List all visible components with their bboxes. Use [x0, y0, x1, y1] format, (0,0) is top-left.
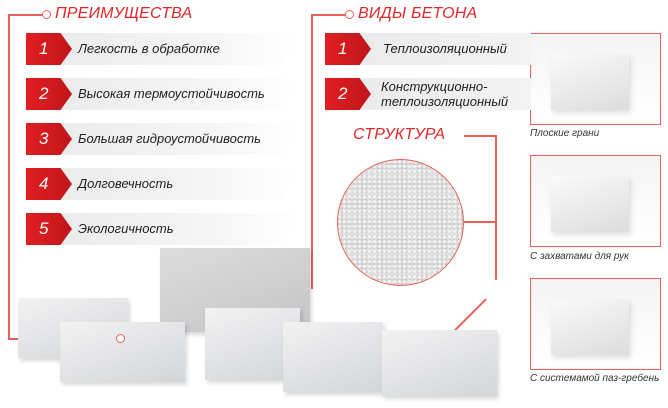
- block-card-flat: [530, 33, 661, 125]
- card-caption: Плоские грани: [530, 128, 600, 139]
- advantage-item: 4 Долговечность: [26, 168, 300, 200]
- concrete-block: [60, 322, 185, 382]
- structure-texture-image: [337, 159, 464, 286]
- connector-line: [464, 135, 495, 137]
- item-label: теплоизоляционный: [381, 94, 509, 109]
- connector-line: [462, 221, 496, 223]
- block-image: [551, 176, 629, 232]
- block-image: [551, 299, 629, 355]
- block-card-tongue-groove: [530, 278, 661, 370]
- advantage-item: 5 Экологичность: [26, 213, 300, 245]
- advantage-item: 3 Большая гидроустойчивость: [26, 123, 300, 155]
- concrete-tongue-groove-block: [382, 330, 497, 396]
- connector-dot: [345, 10, 354, 19]
- item-number: 2: [325, 78, 371, 110]
- connector-line: [311, 14, 347, 16]
- structure-title: СТРУКТУРА: [353, 126, 446, 143]
- concrete-u-block: [283, 322, 383, 392]
- connector-line: [495, 135, 497, 280]
- item-label: Теплоизоляционный: [383, 41, 507, 56]
- item-label: Долговечность: [78, 176, 174, 191]
- item-label: Легкость в обработке: [78, 41, 220, 56]
- item-number: 1: [325, 33, 371, 65]
- type-item: 2 Конструкционно-теплоизоляционный: [325, 78, 531, 110]
- item-number: 1: [26, 33, 72, 65]
- type-item: 1 Теплоизоляционный: [325, 33, 531, 65]
- connector-line: [8, 14, 10, 339]
- types-title: ВИДЫ БЕТОНА: [358, 5, 478, 22]
- item-label: Экологичность: [78, 221, 174, 236]
- item-label: Высокая термоустойчивость: [78, 86, 265, 101]
- item-number: 2: [26, 78, 72, 110]
- block-card-handles: [530, 155, 661, 247]
- card-caption: С системамой паз-гребень: [530, 373, 660, 384]
- connector-dot: [116, 334, 125, 343]
- connector-dot: [42, 10, 51, 19]
- item-number: 5: [26, 213, 72, 245]
- connector-line: [311, 14, 313, 289]
- item-label: Большая гидроустойчивость: [78, 131, 262, 146]
- item-label: Конструкционно-: [381, 79, 488, 94]
- card-caption: С захватами для рук: [530, 251, 629, 262]
- item-number: 4: [26, 168, 72, 200]
- connector-line: [8, 14, 44, 16]
- advantage-item: 2 Высокая термоустойчивость: [26, 78, 300, 110]
- advantage-item: 1 Легкость в обработке: [26, 33, 300, 65]
- item-number: 3: [26, 123, 72, 155]
- advantages-title: ПРЕИМУЩЕСТВА: [55, 5, 193, 22]
- block-image: [551, 54, 629, 110]
